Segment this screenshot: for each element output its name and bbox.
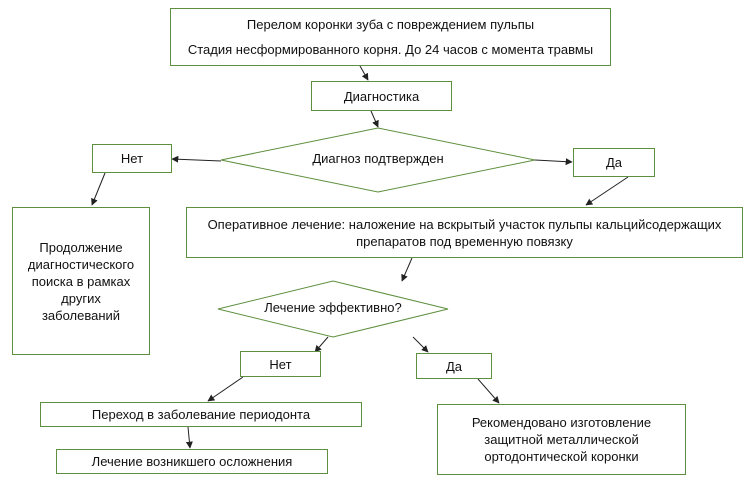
start-box: Перелом коронки зуба с повреждением пуль… [170, 8, 611, 66]
operative-line2: препаратов под временную повязку [356, 233, 573, 249]
complication-box: Лечение возникшего осложнения [56, 449, 328, 474]
yes2-label: Да [445, 358, 463, 374]
arrow-decision1-to-yes1 [534, 158, 573, 166]
arrow-yes1-to-operative [585, 176, 629, 206]
continue-line4: других [61, 290, 101, 306]
operative-treatment-box: Оперативное лечение: наложение на вскрыт… [186, 207, 743, 258]
yes1-label: Да [605, 155, 623, 170]
diagnostics-label: Диагностика [343, 88, 420, 104]
crown-line3: ортодонтической коронки [484, 449, 639, 464]
arrow-decision2-to-yes2 [412, 336, 429, 353]
continue-search-box: Продолжение диагностического поиска в ра… [12, 207, 150, 355]
yes2-box: Да [416, 353, 492, 379]
no1-label: Нет [120, 151, 144, 166]
arrow-decision1-to-no1 [171, 155, 222, 163]
crown-line2: защитной металлической [484, 432, 639, 447]
crown-recommendation-box: Рекомендовано изготовление защитной мета… [437, 404, 686, 475]
no1-box: Нет [92, 144, 172, 173]
arrow-no1-to-continue [91, 172, 106, 206]
arrow-start-to-diagnostics [359, 65, 369, 81]
arrow-periodont-to-complication [185, 426, 193, 449]
arrow-diagnostics-to-decision1 [370, 110, 379, 128]
decision2-label: Лечение эффективно? [264, 300, 402, 315]
start-line1: Перелом коронки зуба с повреждением пуль… [246, 17, 535, 32]
continue-line3: поиска в рамках [31, 273, 131, 289]
no2-box: Нет [240, 351, 321, 377]
arrow-decision2-to-no2 [314, 336, 329, 353]
decision-diamond-2 [217, 280, 449, 338]
yes1-box: Да [573, 148, 655, 177]
complication-label: Лечение возникшего осложнения [91, 454, 293, 469]
periodont-box: Переход в заболевание периодонта [40, 402, 362, 427]
no2-label: Нет [269, 356, 292, 372]
continue-line1: Продолжение [39, 239, 123, 255]
periodont-label: Переход в заболевание периодонта [91, 407, 311, 422]
operative-line1: Оперативное лечение: наложение на вскрыт… [207, 216, 722, 232]
diagnostics-box: Диагностика [311, 81, 452, 111]
start-line2: Стадия несформированного корня. До 24 ча… [187, 42, 594, 57]
arrow-yes2-to-crown [477, 378, 500, 404]
decision1-label: Диагноз подтвержден [312, 151, 444, 166]
crown-line1: Рекомендовано изготовление [471, 415, 652, 430]
continue-line5: заболеваний [41, 307, 121, 323]
arrow-no2-to-periodont [207, 376, 244, 402]
arrow-operative-to-decision2 [401, 257, 413, 282]
continue-line2: диагностического [27, 256, 135, 272]
